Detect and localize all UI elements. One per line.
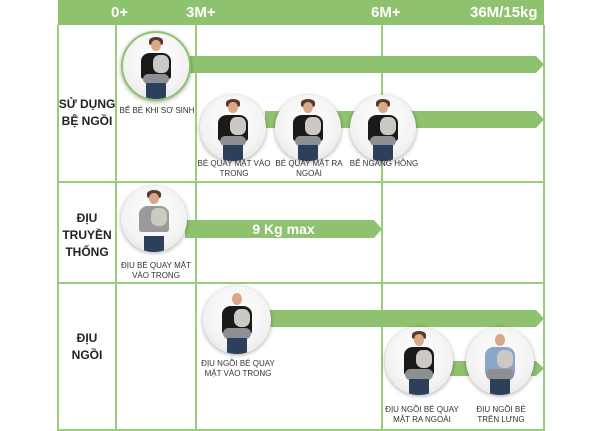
timeline-arrow (185, 56, 544, 73)
caption: BẾ NGANG HÔNG (346, 159, 422, 169)
row-label-traditional: ĐỊU TRUYỀN THỐNG (58, 210, 116, 261)
photo-carrier-facing-in (121, 186, 187, 252)
age-header-bar (58, 0, 544, 25)
photo-back-carry (466, 327, 534, 395)
row-label-line: NGỒI (71, 348, 103, 362)
timeline-arrow (265, 310, 544, 327)
caption-line: ĐỊU NGỒI BÉ (476, 405, 526, 414)
age-0: 0+ (111, 4, 129, 21)
row-label-line: ĐỊU (76, 331, 98, 345)
caption-line: TRONG (219, 169, 249, 178)
caption-line: TRÊN LƯNG (477, 415, 525, 424)
row-label-hip-seat: SỬ DỤNG BỆ NGỒI (58, 96, 116, 130)
caption-line: VÀO TRONG (132, 271, 180, 280)
row-label-line: TRUYỀN (62, 228, 112, 242)
caption-line: ĐỊU NGỒI BÉ QUAY (201, 359, 275, 368)
photo-seated-facing-out (385, 327, 453, 395)
caption: BẾ BÉ KHI SƠ SINH (112, 106, 202, 116)
grid-line (115, 25, 117, 431)
grid-line (58, 181, 544, 183)
caption-line: BẾ NGANG HÔNG (349, 159, 419, 168)
row-label-line: ĐỊU (76, 211, 98, 225)
grid-line (381, 25, 383, 431)
age-36m: 36M/15kg (470, 4, 538, 21)
grid-line (58, 282, 544, 284)
photo-newborn-hold (121, 31, 191, 101)
row-label-line: THỐNG (65, 245, 109, 259)
grid-line (543, 25, 545, 431)
caption-line: MẶT RA NGOÀI (393, 415, 451, 424)
grid-line (58, 429, 544, 431)
caption-line: BẾ BÉ KHI SƠ SINH (119, 106, 195, 115)
caption-line: MẶT VÀO TRONG (204, 369, 272, 378)
row-label-seated-carry: ĐỊU NGỒI (58, 330, 116, 364)
weight-limit-arrow: 9 Kg max (185, 220, 382, 238)
photo-facing-out (275, 95, 341, 161)
photo-facing-in (200, 95, 266, 161)
age-3m: 3M+ (186, 4, 216, 21)
age-6m: 6M+ (371, 4, 401, 21)
caption-line: BÉ QUAY MẶT RA (275, 159, 343, 168)
row-label-line: SỬ DỤNG (58, 97, 116, 111)
photo-hip-carry (350, 95, 416, 161)
caption-line: BÉ QUAY MẶT VÀO (197, 159, 271, 168)
caption-line: ĐỊU NGỒI BÉ QUAY (385, 405, 459, 414)
caption-line: ĐỊU BÉ QUAY MẶT (121, 261, 191, 270)
caption-line: NGOÀI (296, 169, 322, 178)
grid-line (57, 25, 59, 431)
row-label-line: BỆ NGỒI (61, 114, 113, 128)
weight-limit-label: 9 Kg max (252, 221, 315, 237)
photo-seated-facing-in (203, 286, 271, 354)
